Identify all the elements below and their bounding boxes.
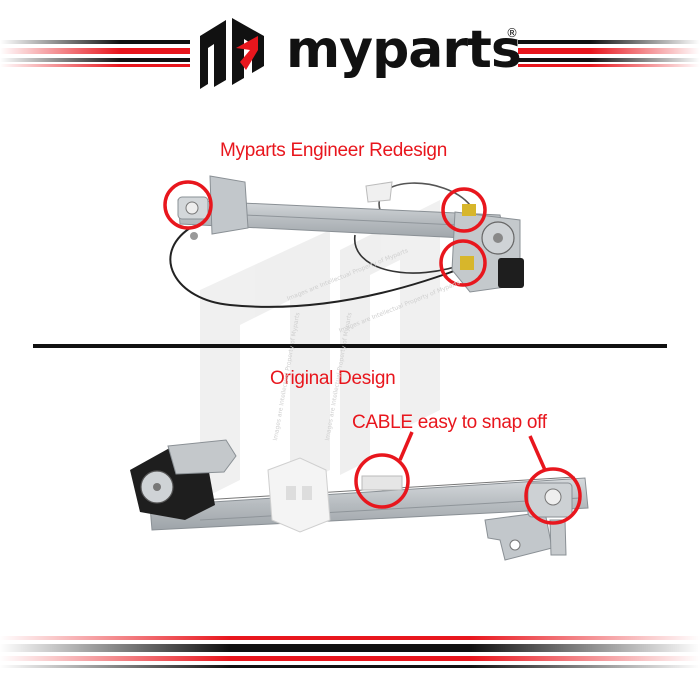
redesign-title: Myparts Engineer Redesign — [220, 140, 447, 161]
callout-pointer-line — [528, 435, 547, 471]
original-title: Original Design — [270, 368, 396, 389]
background-watermark-logo — [200, 200, 440, 500]
cable-callout: CABLE easy to snap off — [352, 412, 547, 433]
registered-trademark: ® — [506, 26, 518, 40]
section-divider — [33, 344, 667, 348]
bottom-stripes — [0, 632, 700, 672]
red-circle-highlight — [163, 180, 213, 230]
callout-pointer-line — [398, 431, 414, 461]
top-right-stripes — [518, 38, 700, 70]
red-circle-highlight — [439, 239, 487, 287]
brand-name: myparts — [286, 20, 522, 80]
myparts-logo-icon — [200, 18, 264, 89]
red-circle-highlight — [441, 187, 487, 233]
top-left-stripes — [0, 38, 190, 70]
red-circle-highlight — [524, 467, 582, 525]
red-circle-highlight — [354, 453, 410, 509]
